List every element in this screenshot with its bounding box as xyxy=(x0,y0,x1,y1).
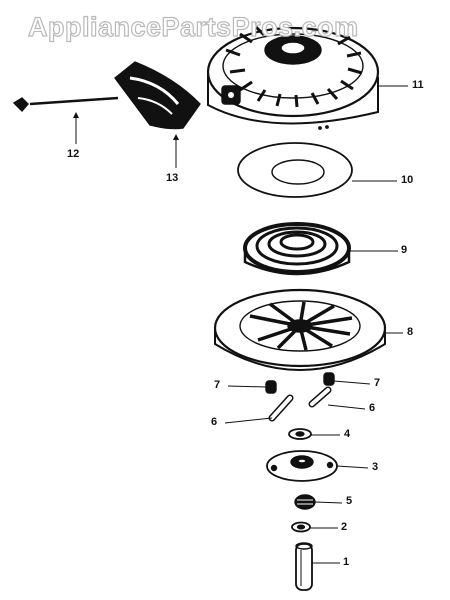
part-11-housing xyxy=(206,25,408,130)
callout-9: 9 xyxy=(401,244,408,256)
part-1-pin xyxy=(295,542,340,591)
callout-13: 13 xyxy=(166,172,179,184)
part-13-handle xyxy=(114,61,201,168)
callout-2: 2 xyxy=(341,521,348,533)
part-7-springs xyxy=(227,372,371,394)
part-8-pulley xyxy=(213,288,403,371)
callout-4: 4 xyxy=(344,428,351,440)
callout-12: 12 xyxy=(67,148,80,160)
watermark: AppliancePartsPros.com xyxy=(27,11,359,42)
part-6-pawls xyxy=(224,386,366,424)
callout-11: 11 xyxy=(412,79,424,91)
part-12-rod xyxy=(12,96,119,144)
part-3-retainer xyxy=(266,450,369,482)
callout-7-right: 7 xyxy=(374,377,381,389)
callout-6-right: 6 xyxy=(369,402,376,414)
callout-7-left: 7 xyxy=(214,379,221,391)
callout-6-left: 6 xyxy=(211,416,218,428)
part-2-washer xyxy=(291,521,338,533)
part-10-washer xyxy=(237,142,397,198)
part-9-spring xyxy=(243,222,398,276)
callout-5: 5 xyxy=(346,495,353,507)
part-4-washer xyxy=(288,428,340,440)
callout-1: 1 xyxy=(343,556,350,568)
callout-8: 8 xyxy=(407,326,414,338)
part-5-spring xyxy=(294,494,343,510)
callout-10: 10 xyxy=(401,174,414,186)
callout-3: 3 xyxy=(372,461,379,473)
